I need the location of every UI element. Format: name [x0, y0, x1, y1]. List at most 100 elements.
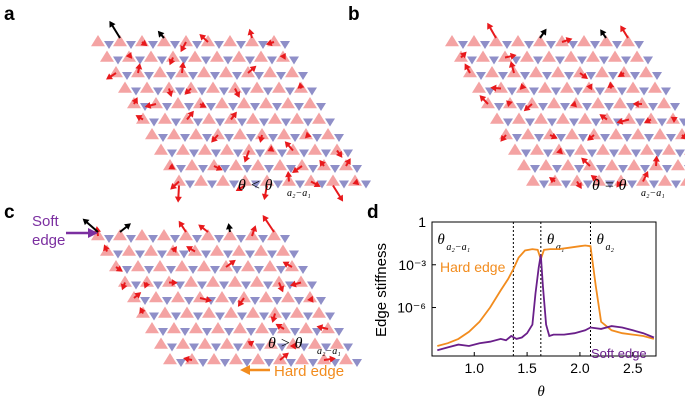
lattice-triangle-up — [206, 81, 220, 93]
lattice-triangle-down — [298, 266, 308, 274]
lattice-triangle-down — [662, 165, 672, 173]
lattice-triangle-up — [158, 306, 172, 318]
lattice-triangle-down — [507, 87, 517, 96]
lattice-triangle-down — [334, 328, 344, 336]
lattice-triangle-up — [246, 306, 260, 318]
lattice-triangle-down — [263, 281, 273, 290]
displacement-arrow — [607, 81, 615, 89]
lattice-triangle-up — [657, 97, 671, 109]
lattice-triangle-up — [219, 260, 233, 272]
lattice-triangle-up — [570, 174, 584, 186]
edge-arrow-top — [178, 220, 187, 233]
lattice-triangle-down — [661, 87, 671, 96]
lattice-triangle-up — [188, 244, 202, 256]
lattice-triangle-down — [246, 134, 256, 142]
lattice-triangle-down — [627, 180, 637, 189]
lattice-triangle-down — [166, 72, 176, 80]
lattice-triangle-up — [662, 143, 676, 155]
lattice-triangle-down — [621, 56, 631, 65]
lattice-triangle-up — [264, 337, 278, 349]
lattice-triangle-down — [653, 149, 663, 158]
lattice-triangle-down — [294, 103, 304, 111]
lattice-triangle-down — [122, 266, 132, 274]
displacement-arrow — [556, 147, 563, 155]
lattice-triangle-down — [330, 165, 340, 173]
lattice-triangle-up — [251, 159, 265, 171]
lattice-triangle-up — [321, 128, 335, 140]
lattice-triangle-down — [201, 56, 211, 65]
displacement-arrow — [237, 297, 245, 307]
lattice-triangle-down — [149, 312, 159, 321]
lattice-triangle-down — [267, 56, 277, 65]
lattice-triangle-down — [631, 149, 641, 158]
lattice-triangle-up — [281, 97, 295, 109]
displacement-arrow — [275, 323, 285, 330]
lattice-triangle-up — [618, 143, 632, 155]
displacement-arrow — [289, 280, 302, 288]
displacement-arrow — [267, 145, 275, 152]
lattice-triangle-up — [547, 97, 561, 109]
displacement-arrow — [103, 244, 110, 252]
displacement-arrow — [170, 180, 180, 190]
lattice-triangle-up — [591, 97, 605, 109]
lattice-triangle-down — [639, 87, 649, 96]
lattice-triangle-up — [596, 143, 610, 155]
lattice-triangle-down — [289, 250, 299, 259]
lattice-triangle-up — [608, 50, 622, 62]
lattice-triangle-up — [640, 143, 654, 155]
lattice-triangle-up — [308, 143, 322, 155]
lattice-triangle-down — [573, 87, 583, 96]
lattice-triangle-down — [574, 165, 584, 173]
lattice-triangle-up — [118, 81, 132, 93]
lattice-triangle-down — [242, 165, 252, 173]
lattice-triangle-down — [286, 359, 296, 367]
lattice-triangle-down — [568, 41, 578, 49]
lattice-triangle-down — [148, 41, 158, 49]
lattice-triangle-up — [520, 50, 534, 62]
lattice-triangle-down — [193, 312, 203, 321]
lattice-triangle-down — [224, 328, 234, 336]
lattice-triangle-down — [157, 250, 167, 259]
lattice-triangle-up — [577, 35, 591, 47]
lattice-triangle-up — [220, 337, 234, 349]
hard-edge-label: Hard edge — [274, 363, 344, 380]
lattice-triangle-down — [352, 359, 362, 367]
displacement-arrow — [632, 100, 643, 108]
lattice-triangle-down — [223, 56, 233, 65]
lattice-triangle-up — [100, 50, 114, 62]
displacement-arrow — [644, 117, 652, 124]
displacement-arrow — [523, 103, 533, 112]
displacement-arrow — [184, 87, 192, 95]
displacement-arrow — [199, 296, 213, 303]
lattice-triangle-down — [188, 266, 198, 274]
lattice-triangle-up — [193, 291, 207, 303]
lattice-triangle-down — [561, 180, 571, 189]
displacement-arrow — [277, 282, 285, 293]
lattice-triangle-up — [609, 128, 623, 140]
lattice-triangle-down — [569, 118, 579, 127]
lattice-triangle-up — [317, 353, 331, 365]
lattice-triangle-down — [325, 312, 335, 321]
displacement-arrow — [168, 57, 176, 66]
lattice-triangle-down — [202, 328, 212, 336]
lattice-triangle-up — [251, 353, 265, 365]
lattice-triangle-down — [189, 343, 199, 352]
lattice-triangle-down — [175, 281, 185, 290]
lattice-triangle-up — [511, 35, 525, 47]
lattice-triangle-up — [223, 35, 237, 47]
lattice-triangle-down — [197, 281, 207, 290]
lattice-triangle-up — [216, 174, 230, 186]
lattice-triangle-up — [621, 35, 635, 47]
lattice-triangle-up — [144, 244, 158, 256]
displacement-arrow — [258, 134, 265, 143]
lattice-triangle-down — [228, 103, 238, 111]
lattice-triangle-down — [206, 103, 216, 111]
lattice-triangle-up — [135, 229, 149, 241]
displacement-arrow — [247, 340, 255, 348]
lattice-triangle-down — [245, 56, 255, 65]
displacement-arrow — [135, 115, 144, 122]
lattice-triangle-down — [521, 149, 531, 158]
x-tick-label: 2.0 — [570, 360, 590, 376]
lattice-triangle-up — [163, 353, 177, 365]
lattice-triangle-down — [467, 56, 477, 65]
